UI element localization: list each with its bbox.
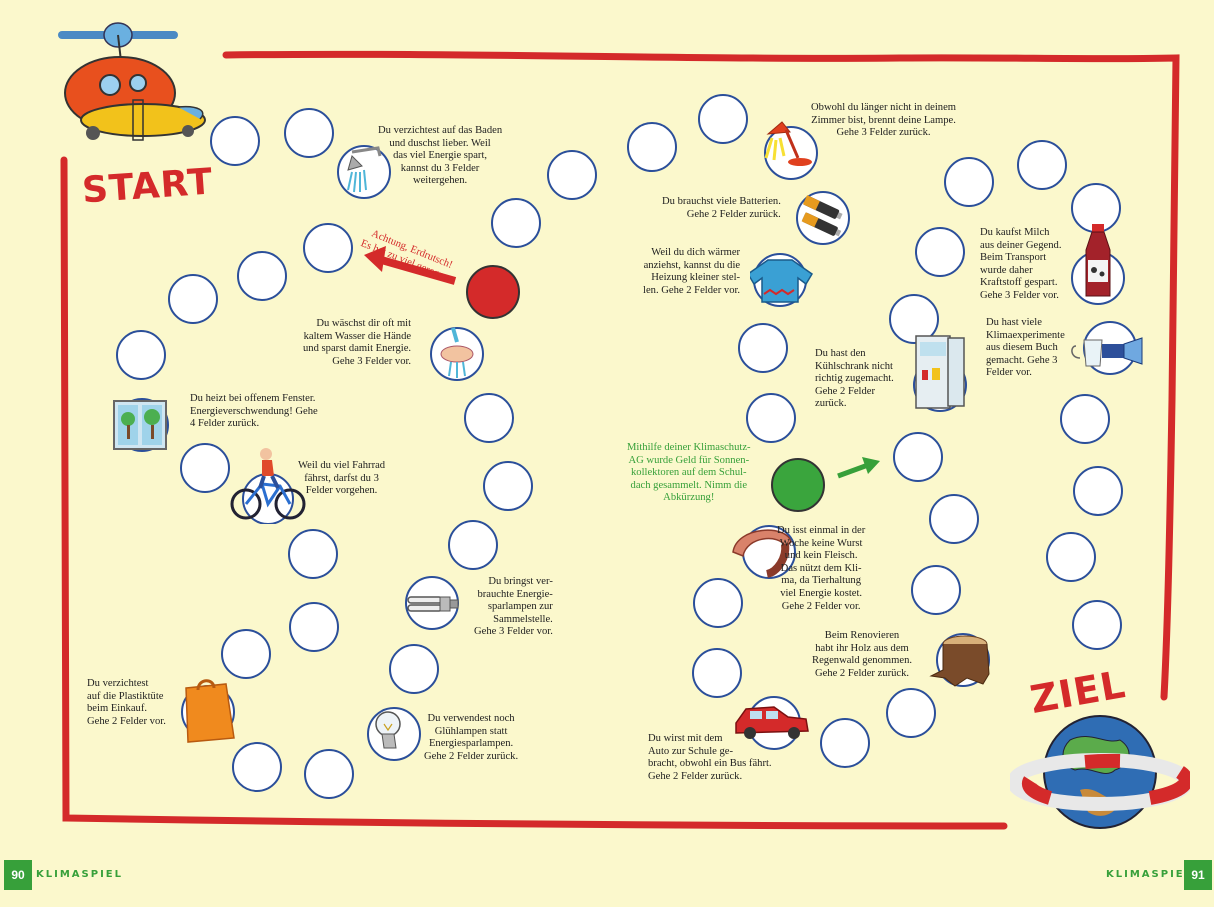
board-field: [464, 393, 514, 443]
board-field: [915, 227, 965, 277]
board-field: [893, 432, 943, 482]
instruction-window: Du heizt bei offenem Fenster. Energiever…: [190, 393, 318, 430]
flying-machine-icon: [58, 22, 206, 141]
board-field: [491, 198, 541, 248]
board-field: [698, 94, 748, 144]
instruction-bath: Du verzichtest auf das Baden und duschst…: [378, 125, 503, 187]
board-field: [168, 274, 218, 324]
board-field: [929, 494, 979, 544]
instruction-milk: Du kaufst Milch aus deiner Gegend. Beim …: [980, 227, 1062, 301]
footer-title-left: KLIMASPIEL: [36, 869, 123, 880]
page-number-left: 90: [4, 860, 32, 890]
instruction-bike: Weil du viel Fahrrad fährst, darfst du 3…: [298, 460, 386, 497]
instruction-sweater: Weil du dich wärmer anziehst, kannst du …: [643, 247, 741, 296]
globe-lifebuoy-icon: [1010, 715, 1190, 829]
light-bulb-icon: [367, 707, 421, 761]
instruction-experiments: Du hast viele Klimaexperimente aus diese…: [986, 317, 1065, 379]
shortcut-field: [771, 458, 825, 512]
board-field: [288, 529, 338, 579]
board-field: [289, 602, 339, 652]
footer-title-right: KLIMASPIEL: [1106, 869, 1193, 880]
instruction-car: Du wirst mit dem Auto zur Schule ge- bra…: [648, 733, 772, 782]
instruction-plastic-bag: Du verzichtest auf die Plastiktüte beim …: [87, 678, 166, 727]
board-field: [746, 393, 796, 443]
instruction-batteries: Du brauchst viele Batterien. Gehe 2 Feld…: [662, 196, 781, 220]
plastic-bag-icon: [181, 679, 235, 743]
board-field: [1071, 183, 1121, 233]
instruction-bulbs: Du verwendest noch Glühlampen statt Ener…: [424, 713, 519, 762]
instruction-lamp: Obwohl du länger nicht in deinem Zimmer …: [811, 102, 957, 139]
instruction-cold-water: Du wäschst dir oft mit kaltem Wasser die…: [303, 318, 412, 367]
board-field: [1046, 532, 1096, 582]
car-icon: [735, 696, 809, 750]
board-field: [116, 330, 166, 380]
board-field: [1017, 140, 1067, 190]
instruction-fridge: Du hast den Kühlschrank nicht richtig zu…: [815, 348, 894, 410]
batteries-icon: [796, 191, 850, 245]
board-field: [232, 742, 282, 792]
landslide-field: [466, 265, 520, 319]
washing-hands-icon: [430, 327, 484, 381]
board-field: [237, 251, 287, 301]
milk-bottle-icon: [1071, 224, 1125, 305]
tree-stump-icon: [929, 633, 990, 687]
board-field: [303, 223, 353, 273]
instruction-sausage: Du isst einmal in der Woche keine Wurst …: [777, 525, 866, 612]
fridge-icon: [913, 335, 967, 412]
board-field: [547, 150, 597, 200]
board-field: [886, 688, 936, 738]
instruction-solar: Mithilfe deiner Klimaschutz- AG wurde Ge…: [627, 442, 751, 504]
board-field: [210, 116, 260, 166]
page-number-right: 91: [1184, 860, 1212, 890]
board-field: [389, 644, 439, 694]
lab-equipment-icon: [1071, 321, 1143, 375]
board-field: [483, 461, 533, 511]
board-field: [1060, 394, 1110, 444]
board-field: [911, 565, 961, 615]
sweater-icon: [750, 253, 814, 307]
instruction-cfl-return: Du bringst ver- brauchte Energie- sparla…: [474, 576, 553, 638]
board-field: [627, 122, 677, 172]
board-field: [944, 157, 994, 207]
instruction-rainforest: Beim Renovieren habt ihr Holz aus dem Re…: [812, 630, 913, 679]
board-field: [692, 648, 742, 698]
open-window-icon: [113, 398, 169, 452]
desk-lamp-icon: [764, 121, 818, 180]
bicycle-icon: [230, 448, 306, 524]
shower-icon: [337, 145, 391, 199]
board-field: [820, 718, 870, 768]
sausage-icon: [732, 525, 796, 579]
board-field: [738, 323, 788, 373]
board-field: [221, 629, 271, 679]
board-field: [1072, 600, 1122, 650]
board-field: [693, 578, 743, 628]
board-field: [180, 443, 230, 493]
board-field: [284, 108, 334, 158]
board-field: [1073, 466, 1123, 516]
board-field: [304, 749, 354, 799]
energy-saving-lamp-icon: [405, 576, 459, 630]
board-field: [448, 520, 498, 570]
